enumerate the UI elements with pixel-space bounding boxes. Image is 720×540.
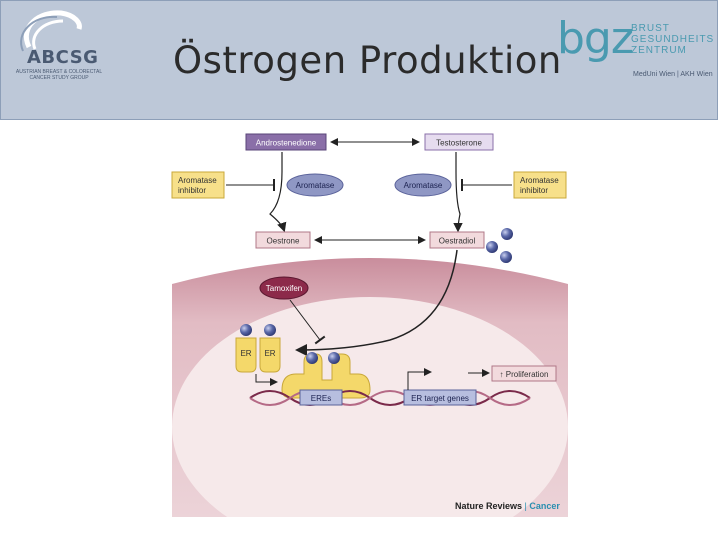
testosterone-box — [424, 133, 494, 151]
er-right-label: ER — [264, 349, 275, 358]
abcsg-logo-subtitle: AUSTRIAN BREAST & COLORECTAL CANCER STUD… — [15, 69, 103, 81]
er-left-receptor — [235, 337, 257, 373]
aromatase-left-label: Aromatase — [296, 181, 335, 190]
androstenedione-to-oestrone-arrow — [269, 152, 287, 233]
oestradiol-molecule-2 — [501, 228, 513, 240]
aromatase-right-label: Aromatase — [404, 181, 443, 190]
aromatase-inhibitor-left-line2: inhibitor — [178, 186, 206, 195]
tamoxifen-oval — [259, 276, 309, 300]
er-to-dimer-arrow — [255, 374, 278, 386]
credit-separator: | — [522, 501, 530, 511]
androstenedione-label: Androstenedione — [256, 139, 317, 148]
transcription-arrow — [407, 368, 432, 390]
abcsg-logo-text: ABCSG — [27, 47, 99, 68]
aromatase-inhibitor-left-box — [171, 171, 225, 199]
dimer-ligand-left — [306, 352, 318, 364]
abcsg-swirl-logo — [20, 10, 82, 52]
oestrone-box — [255, 231, 311, 249]
aromatase-inhibitor-left-line1: Aromatase — [178, 176, 217, 185]
oestradiol-box — [429, 231, 485, 249]
testosterone-label: Testosterone — [436, 139, 482, 148]
testosterone-to-oestradiol-arrow — [453, 152, 463, 233]
bgz-line-3: ZENTRUM — [631, 45, 687, 56]
er-target-genes-box — [403, 389, 477, 406]
estrogen-pathway-diagram: Androstenedione Testosterone Aromatase i… — [171, 133, 568, 517]
page-title: Östrogen Produktion — [173, 39, 562, 82]
oestradiol-molecule-3 — [500, 251, 512, 263]
bgz-logo-words: BRUST GESUNDHEITS ZENTRUM — [631, 23, 714, 56]
dna-strand-1 — [249, 390, 531, 406]
dimer-ligand-right — [328, 352, 340, 364]
aromatase-inhibitor-right-line1: Aromatase — [520, 176, 559, 185]
oestradiol-label: Oestradiol — [439, 237, 476, 246]
credit-journal: Nature Reviews — [455, 501, 523, 511]
tamoxifen-block-line — [289, 299, 326, 345]
androstenedione-box — [245, 133, 327, 151]
er-right-ligand — [264, 324, 276, 336]
credit-section: Cancer — [529, 501, 560, 511]
bgz-line-1: BRUST — [631, 23, 670, 34]
oestradiol-entry-arrow — [295, 249, 458, 356]
header-banner: ABCSG AUSTRIAN BREAST & COLORECTAL CANCE… — [0, 0, 718, 120]
proliferation-box — [491, 365, 557, 382]
bgz-logo-subtitle: MedUni Wien | AKH Wien — [633, 71, 713, 78]
aromatase-inhibitor-right-box — [513, 171, 567, 199]
tamoxifen-label: Tamoxifen — [266, 284, 302, 293]
er-target-genes-label: ER target genes — [411, 394, 469, 403]
proliferation-label: ↑ Proliferation — [500, 370, 549, 379]
eres-label: EREs — [311, 394, 331, 403]
dna-strand-2 — [249, 390, 531, 406]
bgz-line-2: GESUNDHEITS — [631, 34, 715, 45]
er-left-ligand — [240, 324, 252, 336]
aromatase-right-oval — [394, 173, 452, 197]
er-left-label: ER — [240, 349, 251, 358]
aromatase-inhibitor-right-line2: inhibitor — [520, 186, 548, 195]
aromatase-left-oval — [286, 173, 344, 197]
eres-box — [299, 389, 343, 406]
oestrone-label: Oestrone — [267, 237, 300, 246]
figure-credit: Nature Reviews | Cancer — [455, 501, 560, 511]
bgz-logo-mark: bgz — [557, 13, 634, 64]
oestradiol-molecule-1 — [486, 241, 498, 253]
er-right-receptor — [259, 337, 281, 373]
